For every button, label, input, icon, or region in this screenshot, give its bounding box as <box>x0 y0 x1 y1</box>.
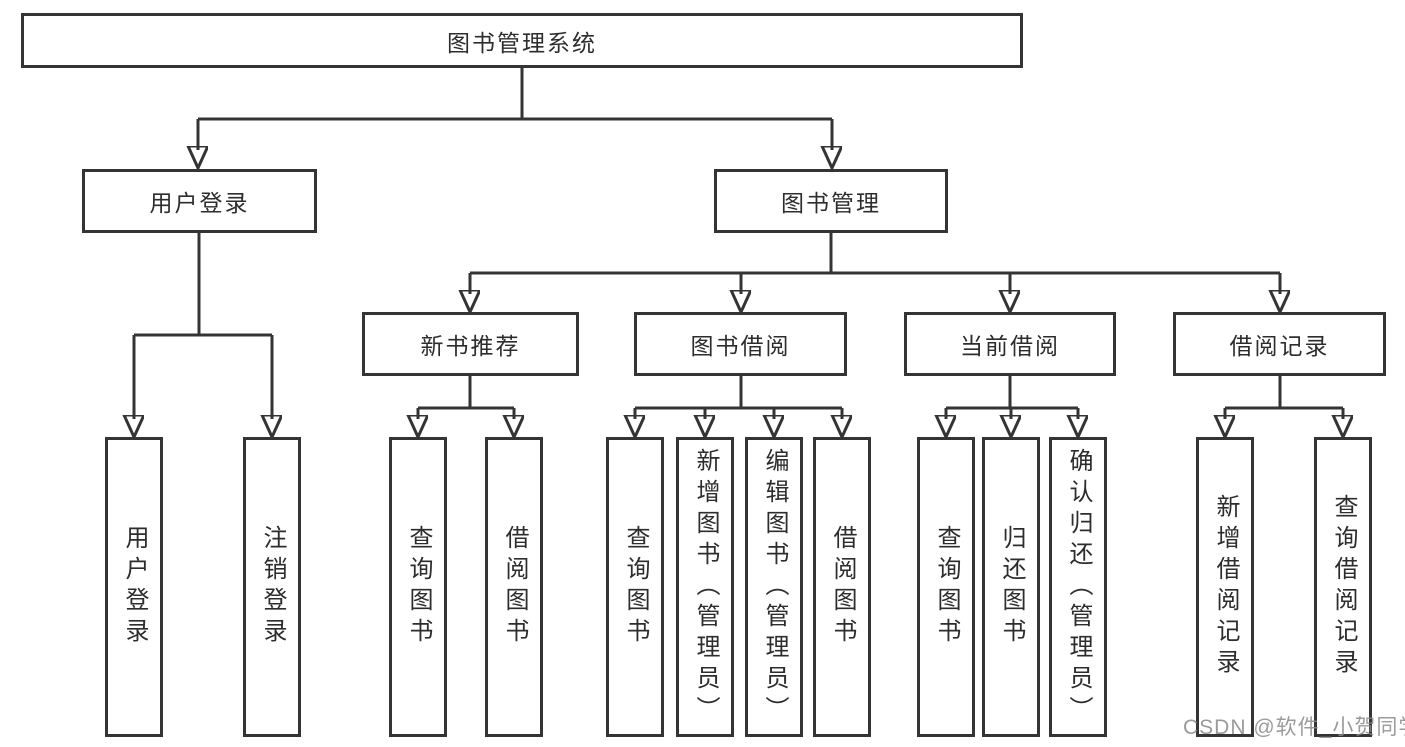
node-user-login: 用户登录 <box>82 169 317 233</box>
leaf-user-login: 用户登录 <box>105 437 163 737</box>
node-new-book-recommendation: 新书推荐 <box>362 312 579 376</box>
node-root: 图书管理系统 <box>21 13 1023 68</box>
leaf-query-books-recommendation: 查询图书 <box>389 437 447 737</box>
node-current-borrowing: 当前借阅 <box>904 312 1116 376</box>
leaf-borrow-books-borrowing: 借阅图书 <box>813 437 871 737</box>
node-book-borrowing: 图书借阅 <box>634 312 847 376</box>
node-book-management: 图书管理 <box>714 169 948 233</box>
node-borrowing-records: 借阅记录 <box>1173 312 1386 376</box>
leaf-confirm-return-admin: 确认归还（管理员） <box>1049 437 1107 737</box>
leaf-add-books-admin: 新增图书（管理员） <box>676 437 734 737</box>
leaf-query-books-current: 查询图书 <box>917 437 975 737</box>
leaf-query-borrow-record: 查询借阅记录 <box>1314 437 1372 737</box>
leaf-borrow-books-recommendation: 借阅图书 <box>485 437 543 737</box>
leaf-edit-books-admin: 编辑图书（管理员） <box>745 437 803 737</box>
leaf-query-books-borrowing: 查询图书 <box>606 437 664 737</box>
leaf-return-books: 归还图书 <box>982 437 1040 737</box>
leaf-add-borrow-record: 新增借阅记录 <box>1196 437 1254 737</box>
leaf-logout: 注销登录 <box>243 437 301 737</box>
csdn-watermark: CSDN @软件_小贺同学 <box>1183 716 1405 739</box>
